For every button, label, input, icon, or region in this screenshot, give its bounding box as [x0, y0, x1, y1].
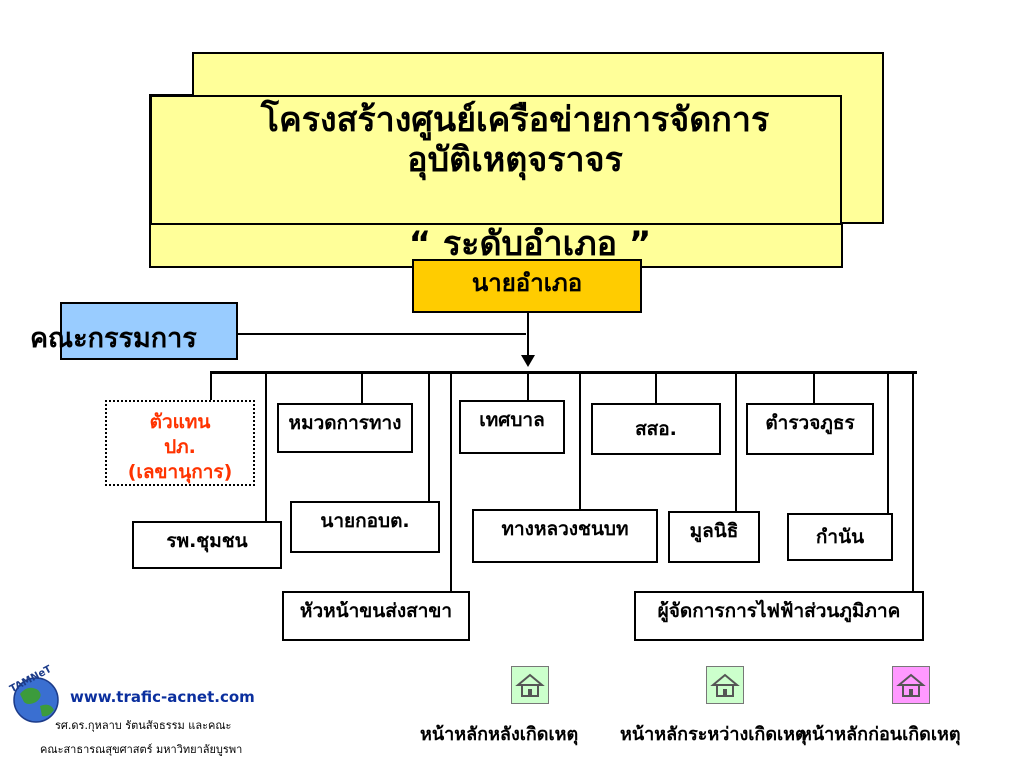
nav-label-before[interactable]: หน้าหลักก่อนเกิดเหตุ	[800, 724, 961, 745]
committee-box	[60, 302, 238, 360]
head-connector	[527, 313, 529, 357]
home-icon	[896, 673, 926, 697]
home-before-button[interactable]	[892, 666, 930, 704]
drop-health-office	[655, 371, 657, 403]
drop-rural-road	[579, 371, 581, 509]
rep-label-line-2: ปภ.	[164, 436, 196, 458]
transport-box: หัวหน้าขนส่งสาขา	[282, 591, 470, 641]
title-box-shadow	[150, 95, 842, 225]
credit-authors: รศ.ดร.กุหลาบ รัตนสัจธรรม และคณะ	[55, 719, 232, 732]
arrow-head	[521, 355, 535, 367]
municipality-box: เทศบาล	[459, 400, 565, 454]
drop-electricity	[912, 371, 914, 591]
rep-label-line-3: (เลขานุการ)	[127, 461, 233, 483]
drop-kamnan	[887, 371, 889, 513]
drop-mayor	[428, 371, 430, 501]
drop-rep	[210, 371, 212, 401]
rep-label-line-1: ตัวแทน	[149, 411, 211, 433]
title-line-1: โครงสร้างศูนย์เครือข่ายการจัดการ	[260, 100, 770, 140]
main-horizontal-line	[210, 371, 917, 374]
hospital-box: รพ.ชุมชน	[132, 521, 282, 569]
drop-municipality	[527, 371, 529, 401]
home-after-button[interactable]	[511, 666, 549, 704]
title-line-2: อุบัติเหตุจราจร	[407, 140, 623, 180]
drop-hospital	[265, 371, 267, 521]
nav-label-after[interactable]: หน้าหลักหลังเกิดเหตุ	[420, 724, 579, 745]
website-link[interactable]: www.trafic-acnet.com	[70, 688, 255, 706]
drop-highway	[361, 371, 363, 403]
home-icon	[515, 673, 545, 697]
credit-faculty: คณะสาธารณสุขศาสตร์ มหาวิทยาลัยบูรพา	[40, 743, 243, 756]
kamnan-box: กำนัน	[787, 513, 893, 561]
district-chief-box: นายอำเภอ	[412, 259, 642, 313]
health-office-box: สสอ.	[591, 403, 721, 455]
rep-label: ตัวแทน ปภ. (เลขานุการ)	[105, 410, 255, 485]
home-during-button[interactable]	[706, 666, 744, 704]
highway-box: หมวดการทาง	[277, 403, 413, 453]
rural-road-box: ทางหลวงชนบท	[472, 509, 658, 563]
mayor-box: นายกอบต.	[290, 501, 440, 553]
tamnet-logo: TAMNeT	[8, 664, 62, 724]
committee-label: คณะกรรมการ	[30, 323, 197, 354]
electricity-box: ผู้จัดการการไฟฟ้าส่วนภูมิภาค	[634, 591, 924, 641]
drop-transport	[450, 371, 452, 591]
police-box: ตำรวจภูธร	[746, 403, 874, 455]
page-title: โครงสร้างศูนย์เครือข่ายการจัดการ อุบัติเ…	[150, 100, 880, 180]
rep-box	[105, 400, 255, 486]
drop-foundation	[735, 371, 737, 511]
committee-connector	[238, 333, 526, 335]
nav-label-during[interactable]: หน้าหลักระหว่างเกิดเหตุ	[620, 724, 807, 745]
globe-icon	[13, 677, 59, 723]
drop-police	[813, 371, 815, 403]
home-icon	[710, 673, 740, 697]
foundation-box: มูลนิธิ	[668, 511, 760, 563]
title-level: “ ระดับอำเภอ ”	[408, 224, 652, 260]
